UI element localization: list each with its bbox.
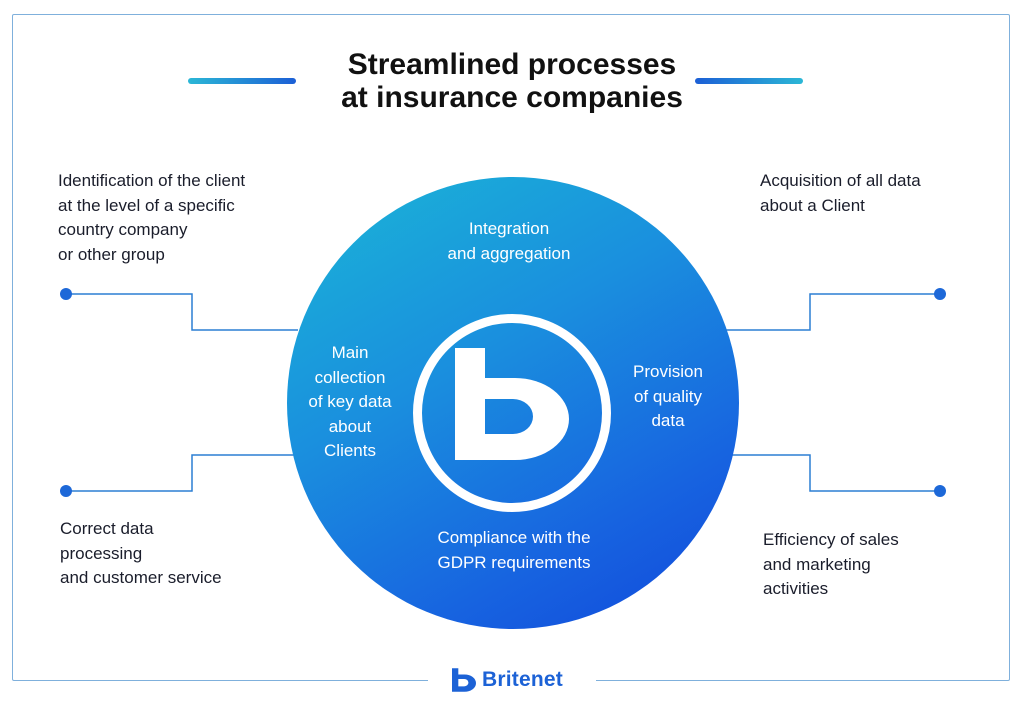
note-bottom-left: Correct data processing and customer ser… xyxy=(60,519,222,587)
title-accent-right xyxy=(695,78,803,84)
circle-text-top: Integration and aggregation xyxy=(447,219,571,263)
circle-text-right: Provision of quality data xyxy=(633,362,703,430)
britenet-logo-icon xyxy=(452,668,476,692)
connector-dot-bottom-left xyxy=(60,485,72,497)
circle-text-bottom: Compliance with the GDPR requirements xyxy=(437,528,591,572)
connector-dot-top-right xyxy=(934,288,946,300)
title-line-2: at insurance companies xyxy=(341,81,683,114)
connector-bottom-right xyxy=(732,454,940,492)
connector-dot-bottom-right xyxy=(934,485,946,497)
title-accent-left xyxy=(188,78,296,84)
connector-top-right xyxy=(726,293,940,331)
brand-footer: Britenet xyxy=(452,666,563,694)
connector-top-left xyxy=(66,293,298,331)
page-title: Streamlined processes at insurance compa… xyxy=(0,48,1024,114)
britenet-b-icon xyxy=(455,348,569,460)
note-bottom-right: Efficiency of sales and marketing activi… xyxy=(763,530,899,598)
circle-text-left: Main collection of key data about Client… xyxy=(308,343,392,460)
title-line-1: Streamlined processes xyxy=(347,48,677,81)
connector-dot-top-left xyxy=(60,288,72,300)
brand-name: Britenet xyxy=(482,668,563,691)
note-top-right: Acquisition of all data about a Client xyxy=(760,171,921,215)
logo-ring xyxy=(413,314,611,512)
note-top-left: Identification of the client at the leve… xyxy=(58,171,246,264)
connector-bottom-left xyxy=(66,454,298,492)
